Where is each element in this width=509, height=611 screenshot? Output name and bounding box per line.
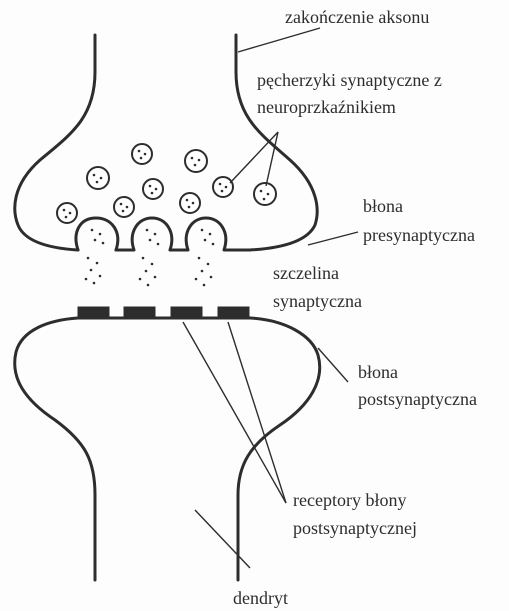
label-cleft-line2: synaptyczna: [273, 292, 362, 310]
receptors: [78, 307, 249, 318]
leader-dendrite: [195, 510, 250, 568]
leader-postsynaptic: [318, 348, 348, 382]
label-postsynaptic-line1: błona: [358, 363, 398, 381]
vesicle-7: [114, 197, 134, 217]
vesicle-2: [132, 144, 152, 164]
label-postsynaptic-line2: postsynaptyczna: [358, 390, 477, 408]
leader-receptor-b: [228, 322, 286, 503]
vesicle-6: [57, 203, 77, 223]
free-vesicles: [57, 144, 276, 223]
receptor-2: [124, 307, 155, 318]
receptor-1: [78, 307, 109, 318]
neurotransmitter-release: [85, 257, 213, 287]
label-cleft-line1: szczelina: [273, 264, 339, 282]
label-vesicles-line1: pęcherzyki synaptyczne z: [257, 71, 442, 89]
leader-axon-terminal: [238, 28, 320, 52]
label-vesicles-line2: neuroprzkaźnikiem: [257, 98, 396, 116]
vesicle-3: [185, 150, 207, 172]
fused-vesicle-2: [116, 218, 172, 250]
vesicle-9: [254, 183, 276, 205]
vesicle-1: [87, 167, 109, 189]
vesicle-5: [213, 177, 233, 197]
label-axon-terminal: zakończenie aksonu: [285, 8, 429, 26]
vesicle-4: [143, 179, 163, 199]
fused-vesicle-1: [76, 218, 118, 250]
label-presynaptic-line2: presynaptyczna: [363, 226, 475, 244]
label-presynaptic-line1: błona: [363, 197, 403, 215]
dendrite-outline: [15, 318, 320, 580]
leader-presynaptic: [308, 232, 358, 245]
label-receptors-line1: receptory błony: [293, 491, 406, 509]
vesicle-8: [180, 193, 200, 213]
leader-receptor-a: [183, 322, 286, 503]
label-receptors-line2: postsynaptycznej: [293, 519, 417, 537]
vesicle-contents: [63, 150, 270, 246]
receptor-4: [218, 307, 249, 318]
leader-vesicle-a: [230, 132, 278, 183]
label-dendrite: dendryt: [233, 589, 288, 607]
receptor-3: [171, 307, 202, 318]
